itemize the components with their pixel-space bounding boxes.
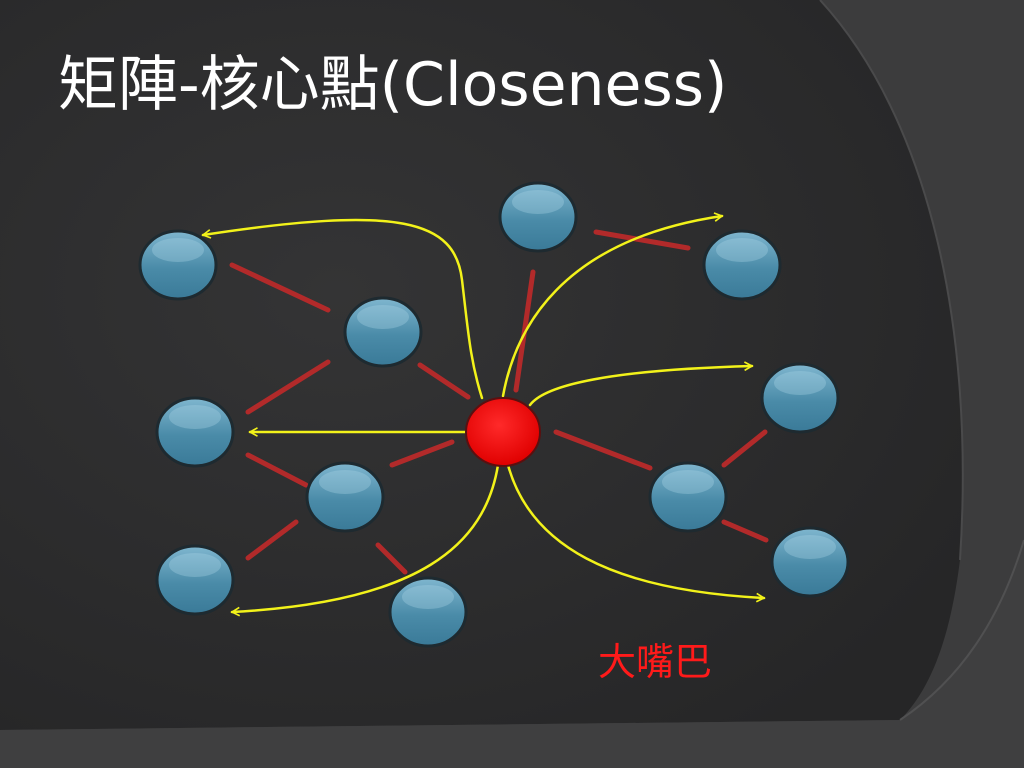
network-node xyxy=(155,544,235,616)
arrow xyxy=(506,463,764,598)
node-highlights xyxy=(152,190,836,609)
link xyxy=(245,519,299,561)
link xyxy=(417,362,471,400)
network-node xyxy=(138,229,218,301)
arrow xyxy=(501,216,722,398)
network-node xyxy=(702,229,782,301)
node-sheen xyxy=(784,535,836,559)
slide-title: 矩陣-核心點(Closeness) xyxy=(58,50,728,120)
network-node xyxy=(760,362,840,434)
node-sheen xyxy=(662,470,714,494)
node-sheen xyxy=(357,305,409,329)
node-sheen xyxy=(716,238,768,262)
network-node xyxy=(770,526,850,598)
network-node xyxy=(648,461,728,533)
node-sheen xyxy=(169,405,221,429)
arrows-group xyxy=(203,216,764,612)
central-node-caption: 大嘴巴 xyxy=(598,640,713,684)
network-node xyxy=(305,461,385,533)
arrow xyxy=(232,463,500,612)
links-group xyxy=(229,229,769,575)
arrow xyxy=(203,218,484,400)
node-sheen xyxy=(512,190,564,214)
link xyxy=(389,439,455,468)
central-node xyxy=(465,397,541,467)
network-node xyxy=(343,296,423,368)
arrow xyxy=(528,366,752,407)
link xyxy=(721,519,769,543)
network-node xyxy=(388,576,468,648)
node-sheen xyxy=(402,585,454,609)
link xyxy=(721,429,768,468)
network-node xyxy=(498,181,578,253)
node-sheen xyxy=(169,553,221,577)
link xyxy=(553,429,653,471)
network-node xyxy=(155,396,235,468)
link xyxy=(229,262,331,313)
link xyxy=(245,359,331,415)
link xyxy=(593,229,691,251)
node-sheen xyxy=(774,371,826,395)
link xyxy=(245,452,309,488)
node-sheen xyxy=(319,470,371,494)
node-sheen xyxy=(152,238,204,262)
nodes-group xyxy=(138,181,850,648)
link xyxy=(375,542,408,575)
